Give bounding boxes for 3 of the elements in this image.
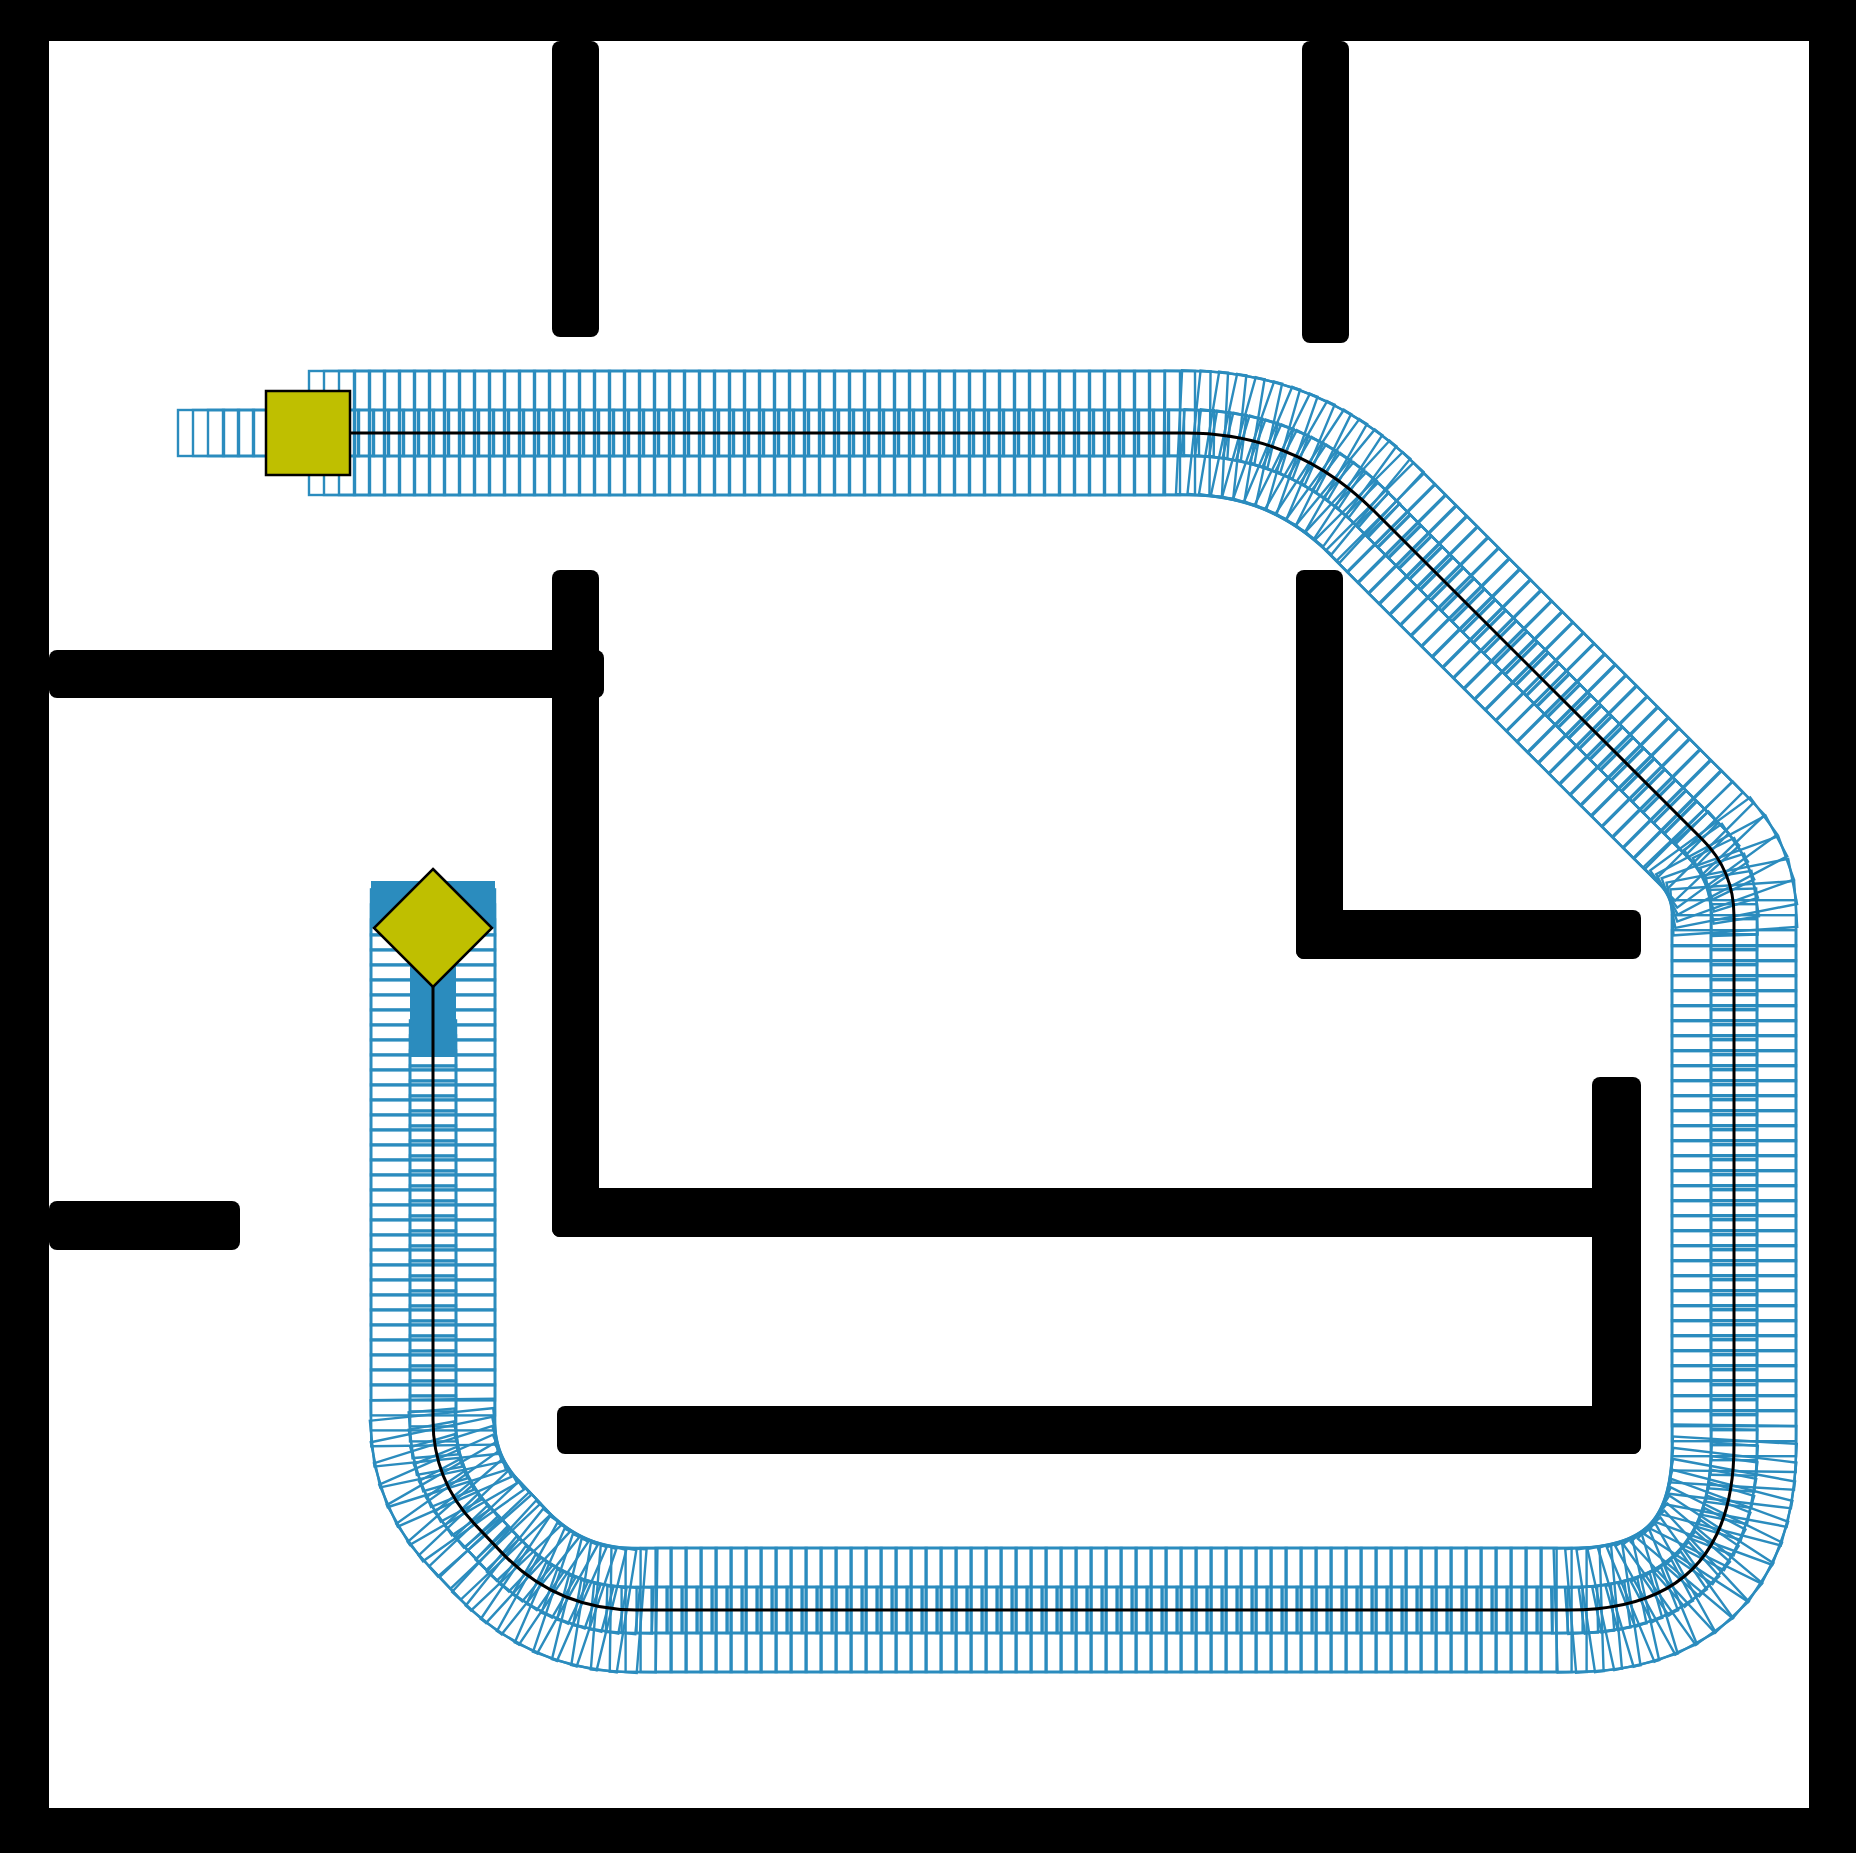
start-marker — [264, 389, 352, 477]
path-line — [350, 431, 1736, 1612]
goal-marker — [372, 867, 494, 989]
